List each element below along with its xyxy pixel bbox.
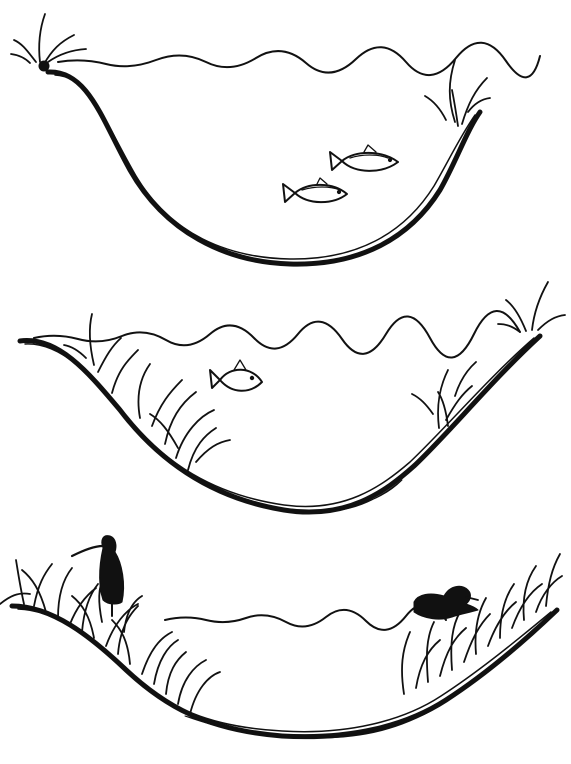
shore-plant-right-2 [498,282,565,332]
basin-3-inner-line [18,609,551,732]
panel-deep-pond [11,14,540,264]
basin-1-inner-line [55,75,475,259]
water-surface-2 [34,311,520,358]
duck [414,586,478,619]
water-surface-3 [165,604,446,629]
panel-shallowing-pond [20,282,565,512]
shore-edge-left-3 [0,593,30,604]
fish-1-upper [330,145,398,171]
basin-1 [48,72,480,264]
shore-plant-left-1 [11,14,86,71]
water-surface-1 [58,43,540,78]
fish-3 [210,360,262,391]
basin-2 [20,336,540,512]
fish-2-lower [283,178,347,202]
submerged-plants-right-2 [412,362,476,428]
panel-marsh [0,536,562,738]
